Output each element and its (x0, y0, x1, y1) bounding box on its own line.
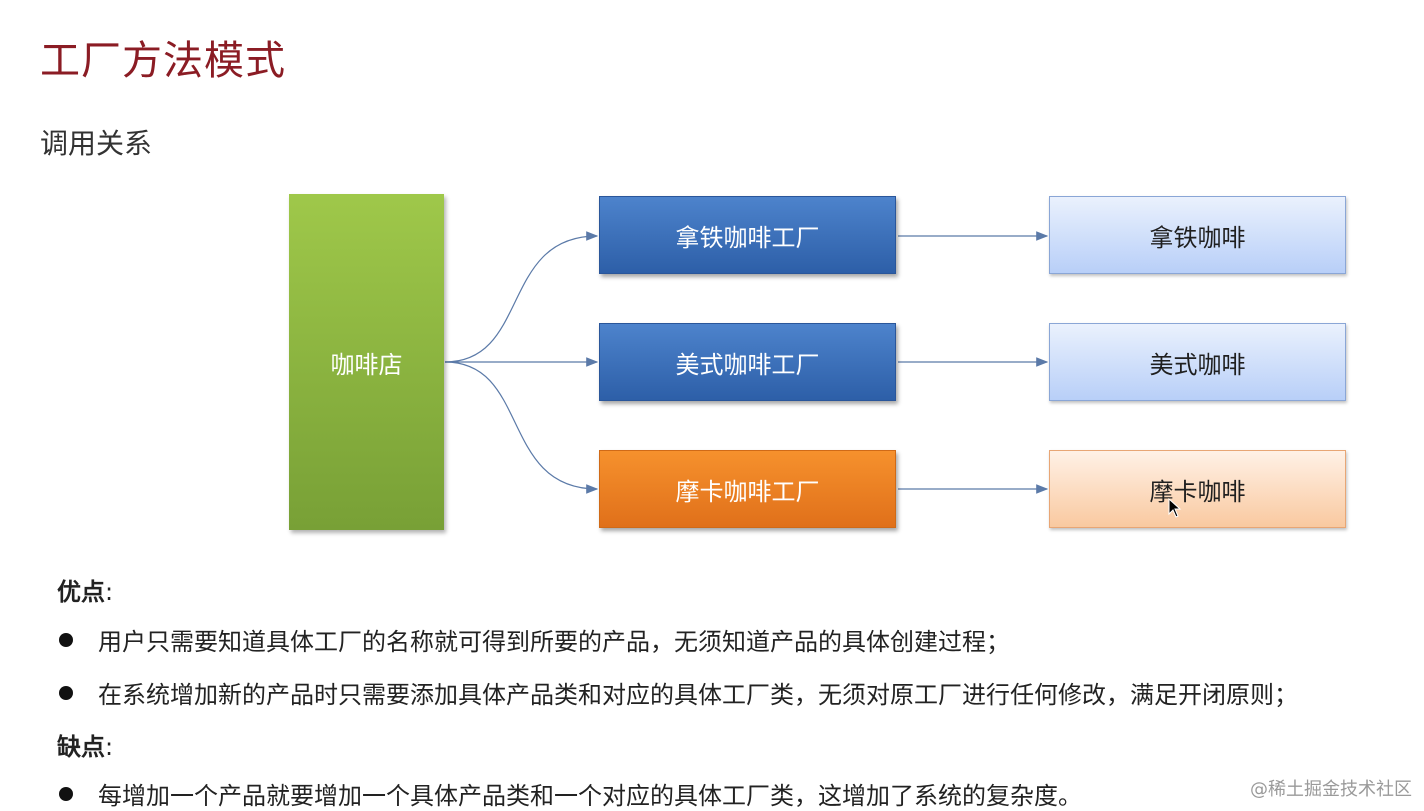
coffee-shop-node: 咖啡店 (289, 194, 444, 530)
connector-shop-to-mocha-factory (444, 361, 599, 494)
mocha-factory-node: 摩卡咖啡工厂 (599, 450, 896, 528)
bullet-dot-icon (59, 632, 73, 647)
cons-heading: 缺点: (57, 727, 113, 762)
pros-heading-colon: : (105, 578, 114, 606)
bullet-dot-icon (59, 685, 73, 700)
mouse-pointer-icon (1168, 498, 1182, 518)
pros-item-text: 在系统增加新的产品时只需要添加具体产品类和对应的具体工厂类，无须对原工厂进行任何… (98, 681, 1298, 709)
pros-item-text: 用户只需要知道具体工厂的名称就可得到所要的产品，无须知道产品的具体创建过程； (98, 628, 1010, 656)
americano-factory-node: 美式咖啡工厂 (599, 323, 896, 401)
section-subtitle: 调用关系 (40, 127, 153, 160)
cons-heading-text: 缺点 (57, 733, 105, 761)
latte-factory-node: 拿铁咖啡工厂 (599, 196, 896, 274)
mocha-product-node: 摩卡咖啡 (1049, 450, 1346, 528)
pros-heading-text: 优点 (57, 578, 105, 606)
cons-heading-colon: : (105, 733, 114, 761)
pros-list-item: 在系统增加新的产品时只需要添加具体产品类和对应的具体工厂类，无须对原工厂进行任何… (57, 675, 1298, 710)
pros-heading: 优点: (57, 572, 113, 607)
latte-product-node: 拿铁咖啡 (1049, 196, 1346, 274)
pros-list-item: 用户只需要知道具体工厂的名称就可得到所要的产品，无须知道产品的具体创建过程； (57, 622, 1010, 657)
watermark: @稀土掘金技术社区 (1250, 779, 1412, 800)
cons-list-item: 每增加一个产品就要增加一个具体产品类和一个对应的具体工厂类，这增加了系统的复杂度… (57, 776, 1082, 811)
connector-shop-to-latte-factory (444, 231, 599, 363)
page-title: 工厂方法模式 (40, 38, 286, 84)
americano-product-node: 美式咖啡 (1049, 323, 1346, 401)
cons-item-text: 每增加一个产品就要增加一个具体产品类和一个对应的具体工厂类，这增加了系统的复杂度… (98, 782, 1082, 810)
bullet-dot-icon (59, 786, 73, 801)
